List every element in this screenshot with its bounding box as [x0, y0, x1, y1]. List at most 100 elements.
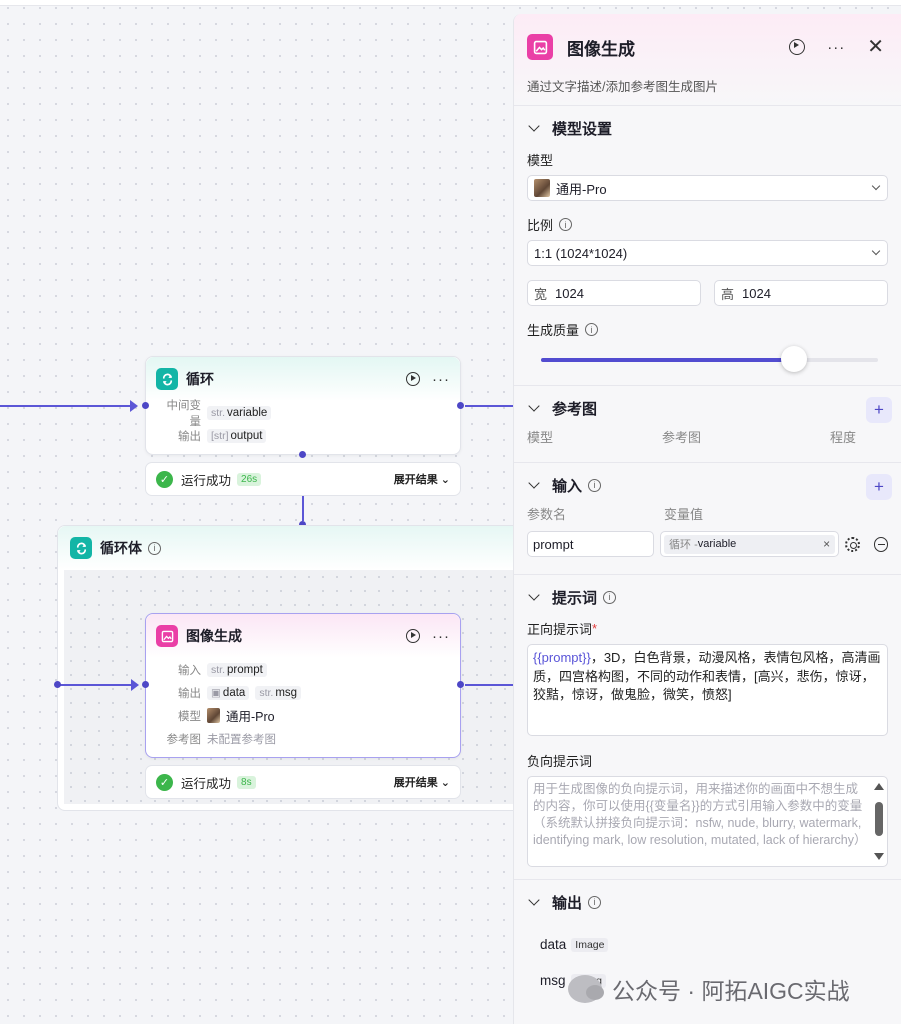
expand-label: 展开结果 — [393, 777, 438, 789]
run-icon[interactable] — [406, 629, 420, 643]
required-mark: * — [592, 621, 598, 636]
info-icon[interactable]: i — [585, 323, 599, 336]
loop-output-port[interactable] — [457, 402, 464, 409]
param-name-input[interactable]: prompt — [527, 531, 655, 557]
reference-columns: 模型 参考图 程度 — [527, 427, 888, 446]
body-start-port[interactable] — [54, 681, 61, 688]
add-reference-button[interactable]: + — [866, 397, 892, 423]
info-icon[interactable]: i — [603, 590, 617, 604]
clear-icon[interactable]: × — [823, 537, 831, 551]
type-tag: str. — [211, 663, 226, 676]
width-key: 宽 — [534, 286, 548, 302]
section-title: 提示词 — [552, 589, 598, 607]
watermark: 公众号 · 阿拓AIGC实战 — [568, 972, 850, 1006]
more-icon[interactable]: ··· — [827, 38, 846, 56]
run-icon[interactable] — [789, 39, 806, 55]
info-icon[interactable]: i — [559, 218, 573, 231]
section-toggle[interactable]: 输入 i — [527, 463, 888, 507]
model-value: 通用-Pro — [226, 710, 275, 724]
image-type-icon: ▣ — [211, 686, 221, 699]
expand-result-button[interactable]: 展开结果 ⌄ — [393, 474, 450, 486]
positive-prompt-input[interactable]: {{prompt}}，3D，白色背景，动漫风格，表情包风格，高清画质，四宫格构图… — [527, 644, 888, 736]
panel-header: 图像生成 ··· ✕ 通过文字描述/添加参考图生成图片 — [514, 14, 901, 106]
row-label: 输出 — [178, 687, 201, 700]
status-text: 运行成功 — [181, 473, 232, 488]
gear-icon[interactable] — [845, 536, 860, 552]
prompt-variable: {{prompt}} — [533, 650, 591, 665]
loop-row-output: 输出 [str]output — [146, 424, 460, 447]
remove-row-icon[interactable] — [873, 536, 888, 552]
quality-slider[interactable] — [541, 345, 878, 375]
add-input-button[interactable]: + — [866, 474, 892, 500]
loop-row-variable: 中间变量 str.variable — [146, 400, 460, 428]
scroll-down-icon[interactable] — [873, 853, 884, 860]
close-icon[interactable]: ✕ — [867, 36, 884, 58]
image-icon — [527, 34, 553, 60]
row-label: 输入 — [178, 664, 201, 677]
section-toggle[interactable]: 模型设置 — [527, 106, 888, 150]
info-icon[interactable]: i — [588, 895, 602, 909]
image-input-port[interactable] — [142, 681, 149, 688]
height-input[interactable]: 高 1024 — [714, 280, 888, 306]
ratio-label: 比例 — [527, 218, 554, 233]
loop-body-input-port[interactable] — [299, 521, 306, 528]
more-icon[interactable]: ··· — [432, 627, 450, 645]
section-toggle[interactable]: 参考图 — [527, 386, 888, 430]
section-toggle[interactable]: 提示词 i — [527, 575, 888, 619]
output-data-chip: ▣data — [207, 685, 250, 700]
variable-chip: 循环 - variable × — [664, 534, 836, 554]
positive-prompt-label: 正向提示词 — [527, 622, 593, 637]
edge-arrow — [131, 679, 139, 691]
loop-node[interactable]: 循环 ··· 中间变量 str.variable 输出 [str]output — [145, 356, 461, 455]
prompt-section: 提示词 i 正向提示词 * {{prompt}}，3D，白色背景，动漫风格，表情… — [514, 575, 901, 880]
info-icon[interactable]: i — [148, 541, 161, 555]
expand-result-button[interactable]: 展开结果 ⌄ — [393, 777, 450, 789]
model-settings-section: 模型设置 模型 通用-Pro 比例 i 1:1 (1024*1024) 宽 10… — [514, 106, 901, 386]
more-icon[interactable]: ··· — [432, 370, 450, 388]
section-title: 输入 — [552, 477, 583, 495]
ratio-select[interactable]: 1:1 (1024*1024) — [527, 240, 888, 266]
info-icon[interactable]: i — [588, 478, 602, 492]
edge-arrow — [130, 400, 138, 412]
reference-value: 未配置参考图 — [207, 733, 276, 746]
chip-value: variable — [227, 406, 268, 419]
scroll-thumb[interactable] — [874, 802, 883, 836]
positive-prompt-label-row: 正向提示词 * — [527, 619, 888, 638]
duration-badge: 8s — [237, 775, 256, 789]
type-tag: [str] — [211, 429, 229, 442]
run-icon[interactable] — [406, 372, 420, 386]
height-value: 1024 — [742, 285, 771, 301]
loop-node-header: 循环 ··· — [146, 357, 460, 401]
section-toggle[interactable]: 输出 i — [527, 880, 888, 924]
image-gen-node[interactable]: 图像生成 ··· 输入 str.prompt 输出 ▣data str.msg … — [145, 613, 461, 758]
variable-value-input[interactable]: 循环 - variable × — [660, 531, 840, 557]
status-text: 运行成功 — [181, 776, 232, 791]
image-status-bar: ✓ 运行成功 8s 展开结果 ⌄ — [145, 765, 461, 799]
width-input[interactable]: 宽 1024 — [527, 280, 701, 306]
loop-status-bar: ✓ 运行成功 26s 展开结果 ⌄ — [145, 462, 461, 496]
model-select[interactable]: 通用-Pro — [527, 175, 888, 201]
model-avatar — [534, 179, 550, 197]
scroll-up-icon[interactable] — [873, 783, 884, 790]
chevron-down-icon — [871, 181, 881, 191]
section-title: 输出 — [552, 894, 583, 912]
loop-body-header: 循环体 i — [58, 526, 526, 570]
image-row-input: 输入 str.prompt — [146, 658, 460, 681]
image-output-port[interactable] — [457, 681, 464, 688]
chevron-down-icon — [528, 120, 540, 132]
loop-node-title: 循环 — [186, 371, 214, 387]
output-name: msg — [540, 973, 566, 988]
ratio-label-row: 比例 i — [527, 215, 888, 234]
output-name: data — [540, 937, 567, 952]
scrollbar[interactable] — [873, 781, 884, 862]
wechat-icon — [568, 975, 604, 1003]
image-node-title: 图像生成 — [186, 628, 242, 644]
success-icon: ✓ — [156, 773, 173, 791]
loop-body-port[interactable] — [299, 451, 306, 458]
column-header: 变量值 — [664, 507, 704, 522]
slider-handle[interactable] — [780, 346, 807, 372]
loop-input-port[interactable] — [142, 402, 149, 409]
ratio-select-value: 1:1 (1024*1024) — [534, 245, 628, 261]
negative-prompt-input[interactable]: 用于生成图像的负向提示词，用来描述你的画面中不想生成的内容，你可以使用{{变量名… — [527, 776, 888, 867]
output-item: data Image — [540, 937, 888, 952]
